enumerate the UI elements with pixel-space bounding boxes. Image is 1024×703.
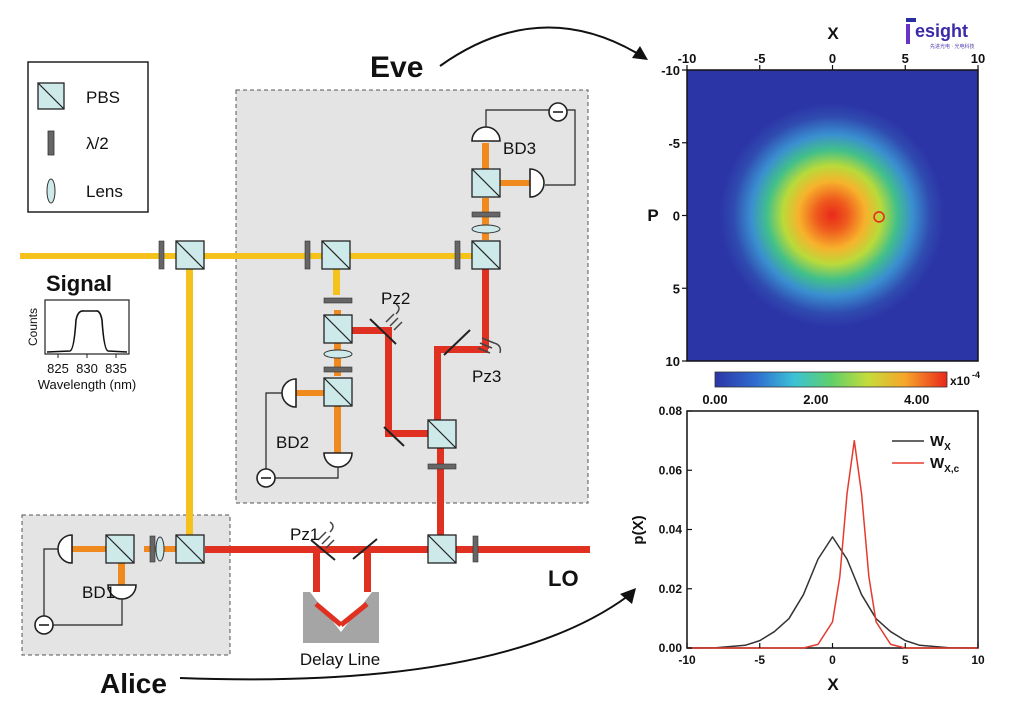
lo-label: LO [548, 566, 579, 591]
heatmap-yticks: -10 -5 0 5 10 [661, 63, 687, 369]
inset-xtick-825: 825 [47, 361, 69, 376]
heatmap-ytick-label: 5 [673, 281, 680, 296]
inset-ylabel: Counts [26, 308, 40, 346]
pbs-cube-alice [175, 534, 205, 564]
lineplot-ylabel: p(X) [630, 515, 647, 544]
lineplot-series [686, 439, 979, 649]
series-line-1 [687, 439, 978, 649]
colorbar-tick-label: 2.00 [803, 392, 828, 407]
legend-pbs-icon [37, 82, 65, 110]
legend-halfwave-label: λ/2 [86, 134, 109, 153]
pbs-cube-signal [175, 240, 205, 270]
lineplot-xtick-label: -10 [678, 653, 696, 667]
bd2-detector [256, 378, 353, 488]
colorbar-tick-label: 4.00 [904, 392, 929, 407]
heatmap-xtick-label: -5 [754, 51, 766, 66]
bd1-label: BD1 [82, 583, 115, 602]
alice-arrow [179, 588, 636, 681]
pbs-cube-eve-in [321, 240, 351, 270]
colorbar [714, 371, 948, 388]
colorbar-exponent: -4 [972, 370, 980, 380]
series-line-0 [686, 536, 979, 649]
heatmap-ylabel: P [647, 206, 658, 225]
pz2-symbol [385, 303, 403, 331]
mirrors [310, 318, 471, 561]
pz1-symbol [317, 521, 335, 549]
heatmap-xtick-label: 5 [902, 51, 909, 66]
lineplot-ytick-label: 0.00 [659, 641, 683, 655]
lineplot-xtick-label: 0 [829, 653, 836, 667]
lineplot-ytick-label: 0.02 [659, 582, 683, 596]
lineplot-xlabel: X [827, 675, 839, 694]
lineplot-ytick-label: 0.04 [659, 523, 683, 537]
lineplot-yticks: 0.00 0.02 0.04 0.06 0.08 [659, 404, 692, 655]
pbs-cube-bd1 [105, 534, 135, 564]
legend-lens-label: Lens [86, 182, 123, 201]
eve-arrow [439, 26, 648, 67]
delay-line-label: Delay Line [300, 650, 380, 669]
colorbar-tick-label: 0.00 [702, 392, 727, 407]
heatmap-ytick-label: 10 [666, 354, 680, 369]
pz1-label: Pz1 [290, 525, 319, 544]
spectrum-inset [44, 299, 130, 358]
heatmap-distribution [720, 103, 944, 327]
lineplot-xtick-label: 10 [971, 653, 985, 667]
inset-xtick-830: 830 [76, 361, 98, 376]
alice-label: Alice [100, 668, 167, 698]
inset-xtick-835: 835 [105, 361, 127, 376]
signal-beam [20, 253, 486, 543]
svg-text:esight: esight [915, 21, 968, 41]
legend-lens-icon [46, 178, 56, 204]
pbs-cube-eve-low [427, 419, 457, 449]
pbs-cube-bd2 [323, 377, 353, 407]
colorbar-ticks: 0.00 2.00 4.00 [702, 392, 929, 407]
pbs-cube-lo [427, 534, 457, 564]
heatmap-xlabel: X [827, 24, 839, 43]
svg-text:先进光电 · 光电科技: 先进光电 · 光电科技 [930, 43, 974, 50]
bd3-detector [471, 102, 576, 198]
heatmap-xtick-label: 10 [971, 51, 985, 66]
halfwave-plates [149, 211, 501, 563]
heatmap-xticks: -10 -5 0 5 10 [678, 51, 985, 70]
heatmap-ytick-label: -10 [661, 63, 680, 78]
legend-label-1: WX,c [930, 455, 960, 475]
heatmap-ytick-label: 0 [673, 209, 680, 224]
inset-xlabel: Wavelength (nm) [38, 377, 137, 392]
lineplot-ytick-label: 0.08 [659, 404, 683, 418]
pz2-label: Pz2 [381, 289, 410, 308]
heatmap-plot [686, 69, 979, 362]
lineplot-ytick-label: 0.06 [659, 463, 683, 477]
eve-label: Eve [370, 51, 423, 84]
pbs-cube-eve-right [471, 240, 501, 270]
legend-label-0: WX [930, 433, 951, 453]
lenses [155, 224, 501, 562]
bd3-label: BD3 [503, 139, 536, 158]
pz3-label: Pz3 [472, 367, 501, 386]
lineplot-xtick-label: 5 [902, 653, 909, 667]
pbs-cube-eve-mid [323, 314, 353, 344]
tiesight-logo: esight 先进光电 · 光电科技 [906, 18, 974, 50]
legend-halfwave-icon [47, 130, 55, 156]
pbs-cube-bd3 [471, 168, 501, 198]
bd1-detector [34, 534, 137, 635]
lineplot-xtick-label: -5 [754, 653, 765, 667]
heatmap-xtick-label: -10 [678, 51, 697, 66]
pz3-symbol [477, 337, 502, 354]
delay-line-notch [310, 592, 372, 632]
heatmap-ytick-label: -5 [668, 136, 680, 151]
heatmap-marker [873, 211, 885, 223]
heatmap-xtick-label: 0 [829, 51, 836, 66]
signal-label: Signal [46, 271, 112, 296]
colorbar-unit: x10 [950, 374, 970, 388]
legend-pbs-label: PBS [86, 88, 120, 107]
bd2-label: BD2 [276, 433, 309, 452]
lineplot-xticks: -10 -5 0 5 10 [678, 643, 985, 667]
